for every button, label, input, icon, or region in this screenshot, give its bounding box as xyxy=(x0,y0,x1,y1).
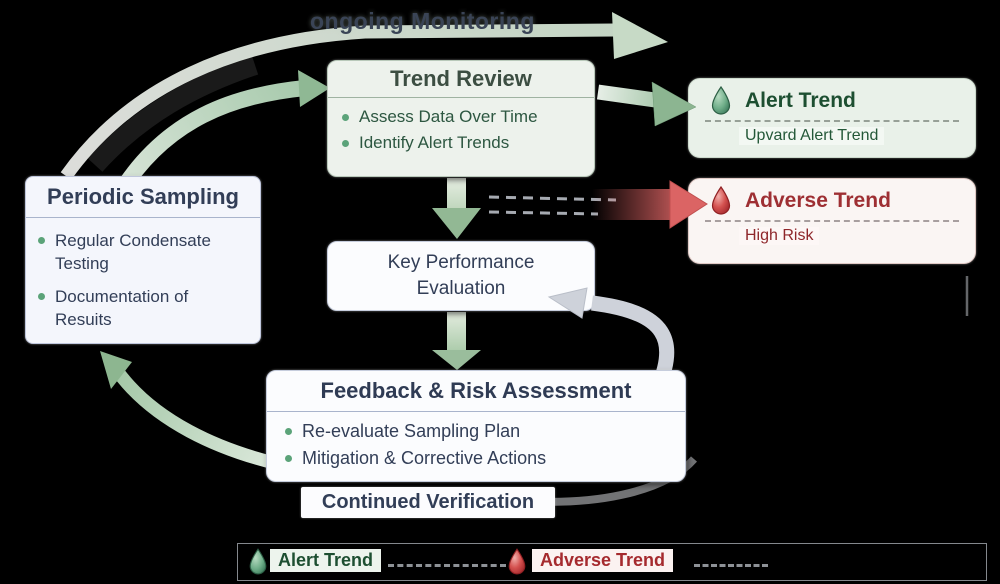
kpe-to-feedback-arrow xyxy=(447,312,466,352)
bullet-label: Assess Data Over Time xyxy=(359,107,538,126)
adverse-trend-subtitle: High Risk xyxy=(739,227,820,245)
dashed-divider xyxy=(705,220,959,222)
key-performance-box: Key Performance Evaluation xyxy=(327,241,595,311)
bullet-dot-icon xyxy=(38,292,45,300)
droplet-icon-green xyxy=(249,548,267,575)
bullet-dot-icon xyxy=(285,428,292,435)
droplet-icon-red xyxy=(711,186,731,215)
adverse-dashed-line-top xyxy=(488,195,617,202)
list-item: Assess Data Over Time xyxy=(336,107,590,127)
ongoing-monitoring-arrowhead xyxy=(612,12,668,59)
list-item: Identify Alert Trends xyxy=(336,133,590,153)
periodic-sampling-box: Periodic Sampling Regular Condensate Tes… xyxy=(25,176,261,344)
adverse-trend-title: Adverse Trend xyxy=(745,189,891,212)
periodic-sampling-bullets: Regular Condensate Testing Documentation… xyxy=(26,218,260,332)
legend-dash-divider xyxy=(388,564,506,567)
legend: Alert Trend Adverse Trend xyxy=(237,543,987,581)
key-performance-title: Key Performance Evaluation xyxy=(387,252,535,299)
alert-trend-subtitle: Upvard Alert Trend xyxy=(739,127,885,145)
trend-review-bullets: Assess Data Over Time Identify Alert Tre… xyxy=(328,98,594,153)
bullet-label: Documentation of Resuits xyxy=(55,286,189,329)
adverse-trend-card: Adverse Trend High Risk xyxy=(688,178,976,264)
alert-trend-title: Alert Trend xyxy=(745,89,856,112)
list-item: Re-evaluate Sampling Plan xyxy=(279,421,679,442)
bullet-dot-icon xyxy=(342,114,349,121)
trend-review-box: Trend Review Assess Data Over Time Ident… xyxy=(327,60,595,177)
kpe-to-feedback-arrowhead xyxy=(432,350,481,370)
dashed-divider xyxy=(705,120,959,122)
alert-trend-header: Alert Trend xyxy=(689,79,975,116)
feedback-risk-title: Feedback & Risk Assessment xyxy=(267,371,685,412)
bullet-label: Identify Alert Trends xyxy=(359,133,510,152)
bullet-label: Mitigation & Corrective Actions xyxy=(302,448,547,468)
alert-trend-card: Alert Trend Upvard Alert Trend xyxy=(688,78,976,158)
bullet-dot-icon xyxy=(38,237,45,244)
list-item: Mitigation & Corrective Actions xyxy=(279,448,679,469)
trend-to-kpe-arrowhead xyxy=(432,208,481,239)
trend-to-alert-arrow xyxy=(596,84,657,108)
trend-to-kpe-arrow xyxy=(447,178,466,210)
legend-alert-label: Alert Trend xyxy=(270,549,382,572)
droplet-icon-green xyxy=(711,86,731,115)
periodic-sampling-title: Periodic Sampling xyxy=(26,177,260,218)
bullet-dot-icon xyxy=(285,455,292,462)
continued-verification-label: Continued Verification xyxy=(301,487,555,518)
bullet-dot-icon xyxy=(342,140,349,147)
bullet-label: Regular Condensate Testing xyxy=(55,231,211,273)
arrow-texture xyxy=(87,55,259,172)
feedback-risk-bullets: Re-evaluate Sampling Plan Mitigation & C… xyxy=(267,412,685,469)
list-item: Regular Condensate Testing xyxy=(32,230,256,276)
adverse-arrow-body xyxy=(592,189,676,220)
legend-dash-divider xyxy=(694,564,768,567)
droplet-icon-red xyxy=(508,548,526,575)
feedback-risk-box: Feedback & Risk Assessment Re-evaluate S… xyxy=(266,370,686,482)
bullet-label: Re-evaluate Sampling Plan xyxy=(302,421,521,441)
legend-adverse-label: Adverse Trend xyxy=(532,549,674,572)
trend-review-title: Trend Review xyxy=(328,61,594,98)
list-item: Documentation of Resuits xyxy=(32,286,256,332)
adverse-dashed-line-bottom xyxy=(488,210,599,216)
adverse-trend-header: Adverse Trend xyxy=(689,179,975,216)
ongoing-monitoring-label: ongoing Monitoring xyxy=(310,8,535,34)
sampling-to-trend-arrowhead xyxy=(298,70,330,107)
feedback-to-sampling-arrowhead xyxy=(100,351,132,389)
